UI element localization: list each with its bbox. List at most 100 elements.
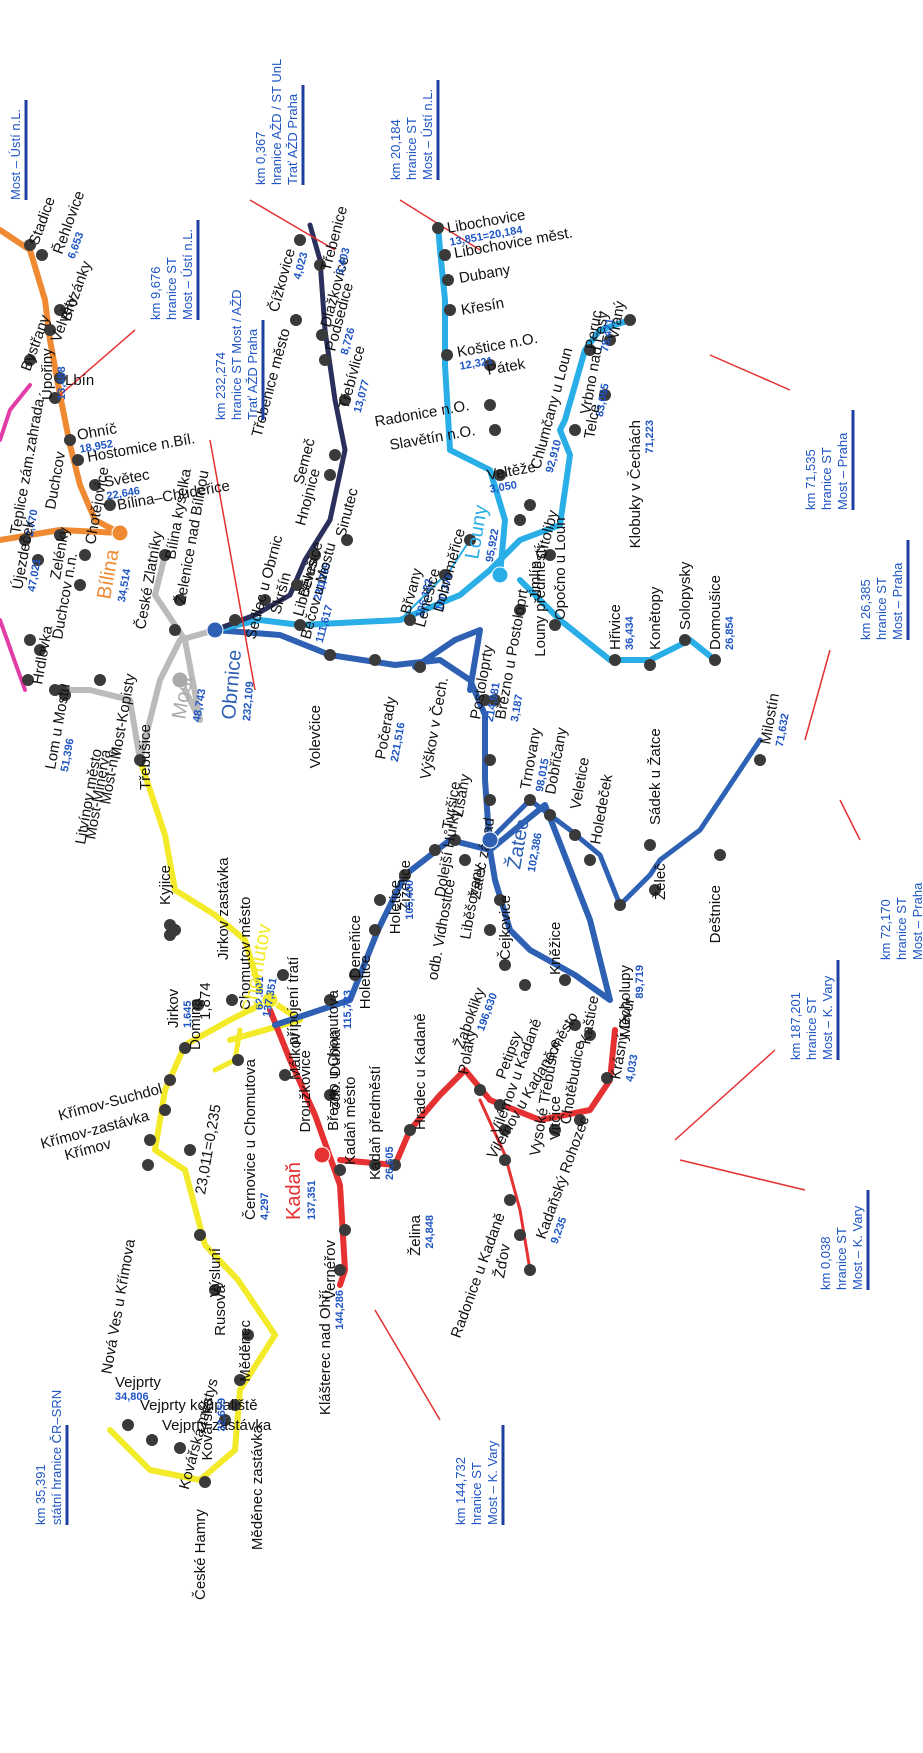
station-name: Kaštice [577, 994, 602, 1045]
station-label-group: 23,011=0,235 [192, 1103, 225, 1196]
boundary-text: km 187,201 [788, 992, 803, 1060]
station-dot[interactable] [489, 424, 501, 436]
station-name: Nová Ves u Křímova [98, 1237, 139, 1375]
station-dot[interactable] [374, 894, 386, 906]
station-dot[interactable] [714, 849, 726, 861]
hub-dot-louny[interactable] [492, 567, 508, 583]
station-dot[interactable] [94, 674, 106, 686]
station-name: Deštnice [707, 885, 724, 943]
station-label-group: Jimlín [527, 561, 544, 600]
station-dot[interactable] [484, 794, 496, 806]
station-dot[interactable] [229, 614, 241, 626]
station-dot[interactable] [122, 1419, 134, 1431]
station-dot[interactable] [146, 1434, 158, 1446]
station-dot[interactable] [164, 919, 176, 931]
station-dot[interactable] [484, 754, 496, 766]
station-dot[interactable] [504, 1194, 516, 1206]
station-dot[interactable] [290, 314, 302, 326]
station-dot[interactable] [519, 979, 531, 991]
station-label-group: Holedeček [587, 772, 616, 845]
station-dot[interactable] [169, 624, 181, 636]
station-dot[interactable] [369, 924, 381, 936]
station-label-group: Řehlovice6,653 [50, 189, 100, 261]
station-label-group: Nová Ves u Křímova [98, 1237, 139, 1375]
station-dot[interactable] [524, 499, 536, 511]
station-label-group: Milostín71,632 [757, 692, 795, 748]
hub-km-obrnice: 232,109 [241, 681, 256, 722]
station-name: odb. Vidhostice [424, 878, 459, 982]
station-dot[interactable] [369, 654, 381, 666]
station-dot[interactable] [324, 469, 336, 481]
boundary-text: km 9,676 [148, 267, 163, 320]
station-km: 1,645 [182, 1000, 194, 1028]
station-dot[interactable] [754, 754, 766, 766]
boundary-box: km 35,391státní hranice ČR–SRN [33, 1390, 67, 1525]
station-dot[interactable] [72, 454, 84, 466]
station-name: Kadaň město [342, 1077, 359, 1165]
station-dot[interactable] [484, 399, 496, 411]
station-dot[interactable] [474, 1084, 486, 1096]
station-dot[interactable] [24, 634, 36, 646]
station-dot[interactable] [159, 1104, 171, 1116]
station-dot[interactable] [294, 234, 306, 246]
station-label-group: Hradec u Kadaně [412, 1013, 429, 1130]
station-dot[interactable] [442, 274, 454, 286]
station-dot[interactable] [544, 809, 556, 821]
station-name: Konětopy [647, 586, 664, 650]
station-name: Úpořiny [39, 348, 56, 400]
boundary-text: hranice ST [804, 997, 819, 1060]
station-dot[interactable] [324, 649, 336, 661]
station-dot[interactable] [584, 854, 596, 866]
boundary-pointer [710, 355, 790, 390]
station-label-group: Křesín [460, 295, 506, 319]
station-label-group: Kaštice [577, 994, 602, 1045]
station-dot[interactable] [444, 304, 456, 316]
station-dot[interactable] [644, 839, 656, 851]
station-dot[interactable] [36, 249, 48, 261]
station-dot[interactable] [514, 1229, 526, 1241]
station-dot[interactable] [184, 1144, 196, 1156]
station-label-group: Holetice105,400 [387, 880, 416, 934]
hub-label-group-most: Most48,743 [168, 674, 210, 723]
boundary-text: km 26,385 [858, 579, 873, 640]
hub-dot-obrnice[interactable] [207, 622, 223, 638]
station-name: Kyjice [157, 865, 174, 905]
station-dot[interactable] [644, 659, 656, 671]
station-dot[interactable] [339, 1224, 351, 1236]
station-dot[interactable] [64, 434, 76, 446]
hub-dot-zatec[interactable] [482, 832, 498, 848]
station-dot[interactable] [199, 1476, 211, 1488]
station-dot[interactable] [679, 634, 691, 646]
station-dot[interactable] [414, 661, 426, 673]
station-label-group: Čížkovice4,023 [266, 247, 311, 317]
station-dot[interactable] [164, 1074, 176, 1086]
hub-dot-kadan[interactable] [314, 1147, 330, 1163]
station-dot[interactable] [614, 899, 626, 911]
station-dot[interactable] [609, 654, 621, 666]
station-dot[interactable] [709, 654, 721, 666]
boundary-text: hranice ST [874, 577, 889, 640]
station-dot[interactable] [194, 1229, 206, 1241]
boundary-box: km 0,038hranice STMost – K. Vary [818, 1190, 868, 1290]
station-dot[interactable] [569, 424, 581, 436]
station-label-group: Kadaň předměstí26,605 [367, 1065, 396, 1180]
station-dot[interactable] [319, 354, 331, 366]
boundary-text: hranice ST [894, 897, 909, 960]
station-dot[interactable] [441, 349, 453, 361]
station-dot[interactable] [484, 924, 496, 936]
station-dot[interactable] [569, 829, 581, 841]
station-dot[interactable] [329, 449, 341, 461]
hub-label-group-louny: Louny95,922 [461, 503, 505, 563]
station-name: Klobuky v Čechách [627, 420, 644, 548]
station-dot[interactable] [439, 249, 451, 261]
station-dot[interactable] [142, 1159, 154, 1171]
station-dot[interactable] [524, 1264, 536, 1276]
station-dot[interactable] [144, 1134, 156, 1146]
station-name: Holetice [357, 955, 374, 1009]
station-name: Brozánky [58, 258, 96, 323]
hub-dot-bilina[interactable] [112, 525, 128, 541]
station-dot[interactable] [524, 794, 536, 806]
station-dot[interactable] [514, 514, 526, 526]
station-dot[interactable] [432, 222, 444, 234]
station-km: 105,400 [404, 880, 416, 920]
